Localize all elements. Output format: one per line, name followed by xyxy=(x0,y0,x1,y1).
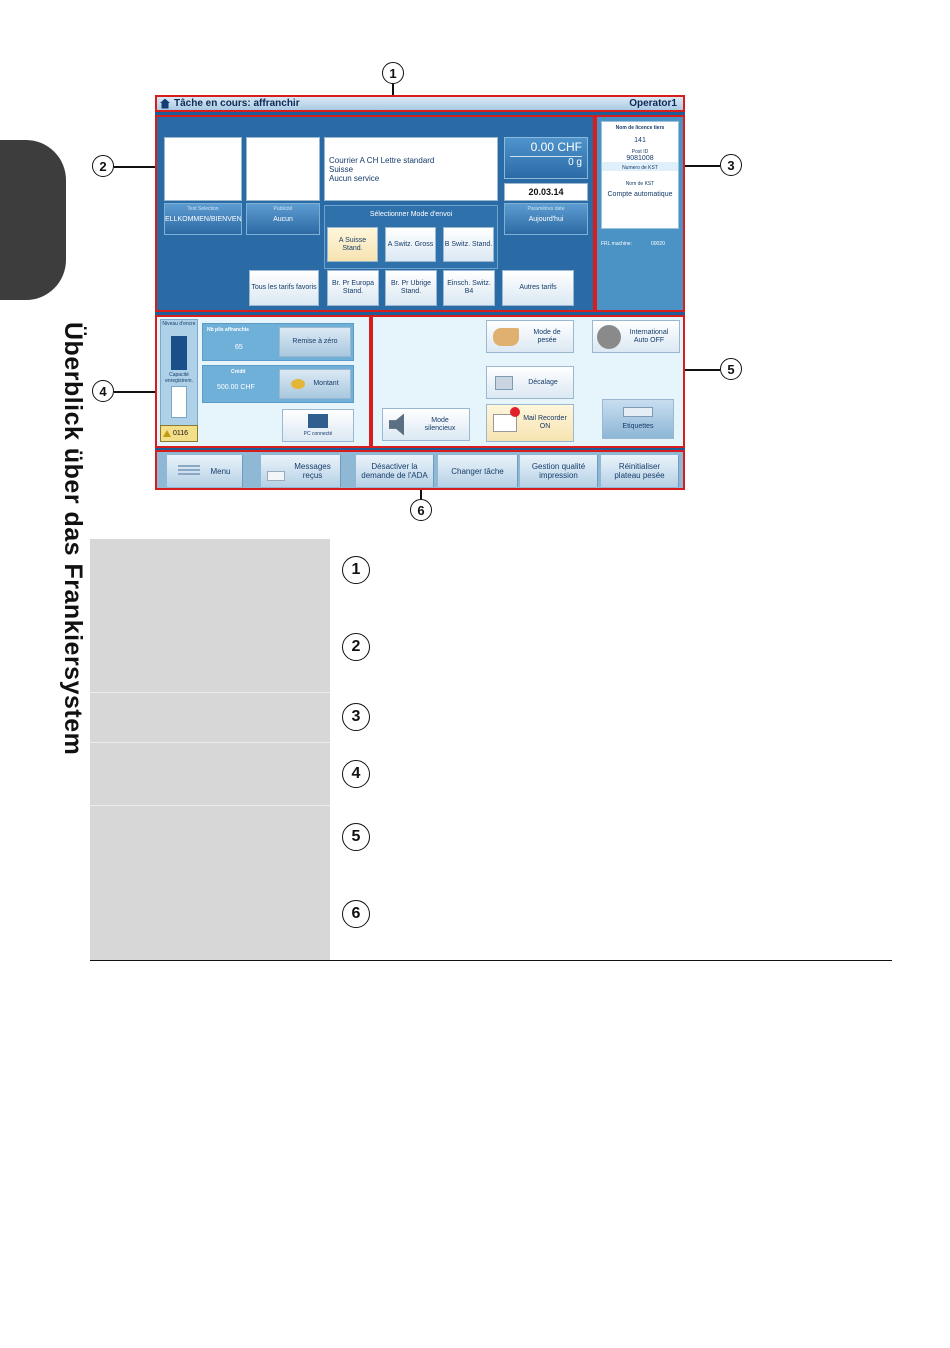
callout-line-3 xyxy=(668,165,720,167)
print-quality-button[interactable]: Gestion qualité impression xyxy=(520,455,598,487)
callout-4: 4 xyxy=(92,380,114,402)
amount-display: 0.00 CHF 0 g xyxy=(504,137,588,179)
date-params-button[interactable]: Paramètres date Aujourd'hui xyxy=(504,203,588,235)
menu-button[interactable]: Menu xyxy=(167,455,243,487)
international-button[interactable]: International Auto OFF xyxy=(592,320,680,353)
legend-number-6: 6 xyxy=(342,900,370,928)
menu-icon xyxy=(178,465,201,477)
callout-3: 3 xyxy=(720,154,742,176)
account-card[interactable]: Nom de licence tiers 141 Post ID 9081008… xyxy=(601,121,679,229)
home-icon[interactable] xyxy=(160,98,170,109)
frl-label: FRL machine: xyxy=(601,241,632,247)
warning-icon xyxy=(163,430,171,437)
tariff-ubrige[interactable]: Br. Pr Ubrige Stand. xyxy=(385,270,437,306)
operator-name[interactable]: Operator1 xyxy=(629,98,677,109)
counter-badge[interactable]: 0116 xyxy=(160,425,198,442)
coins-icon xyxy=(291,379,306,389)
franking-screen: Tâche en cours: affranchir Operator1 Tex… xyxy=(155,95,685,490)
labels-icon xyxy=(623,407,653,417)
callout-line-1 xyxy=(392,84,394,102)
silent-mode-button[interactable]: Mode silencieux xyxy=(382,408,470,441)
callout-line-5 xyxy=(664,369,720,371)
recorder-icon xyxy=(493,407,520,432)
reset-counter-button[interactable]: Remise à zéro xyxy=(279,327,351,357)
mail-settings-zone: Text Selection ELLKOMMEN/BIENVEN Publici… xyxy=(155,115,595,312)
advert-button[interactable]: Publicité Aucun xyxy=(246,203,320,235)
speaker-icon xyxy=(389,413,404,436)
legend-row-divider xyxy=(90,692,330,693)
task-header: Tâche en cours: affranchir Operator1 xyxy=(155,95,685,112)
callout-6: 6 xyxy=(410,499,432,521)
legend-row-divider xyxy=(90,805,330,806)
legend-number-2: 2 xyxy=(342,633,370,661)
envelope-icon xyxy=(266,471,285,481)
chapter-title: Überblick über das Frankiersystem xyxy=(59,322,87,756)
tariff-favorites[interactable]: Tous les tarifs favoris xyxy=(249,270,319,306)
account-info-zone: Nom de licence tiers 141 Post ID 9081008… xyxy=(595,115,685,312)
offset-icon xyxy=(495,375,513,390)
legend-label-column xyxy=(90,539,330,960)
mail-class-info[interactable]: Courrier A CH Lettre standard Suisse Auc… xyxy=(324,137,498,201)
tariff-other[interactable]: Autres tarifs xyxy=(502,270,574,306)
legend-number-4: 4 xyxy=(342,760,370,788)
ink-level-gauge[interactable]: Niveau d'encre Capacité enregistrem. xyxy=(160,319,198,437)
legend-table: 1 2 3 4 5 6 xyxy=(90,539,892,961)
text-selection-button[interactable]: Text Selection ELLKOMMEN/BIENVEN xyxy=(164,203,242,235)
callout-line-6 xyxy=(420,482,422,499)
legend-row-divider xyxy=(90,742,330,743)
offset-button[interactable]: Décalage xyxy=(486,366,574,399)
callout-2: 2 xyxy=(92,155,114,177)
legend-number-1: 1 xyxy=(342,556,370,584)
pc-connected-button[interactable]: PC connecté xyxy=(282,409,354,442)
callout-5: 5 xyxy=(720,358,742,380)
legend-number-5: 5 xyxy=(342,823,370,851)
mail-recorder-button[interactable]: Mail Recorder ON xyxy=(486,404,574,442)
tariff-europa[interactable]: Br. Pr Europa Stand. xyxy=(327,270,379,306)
counters-zone: Niveau d'encre Capacité enregistrem. 011… xyxy=(155,315,371,448)
callout-line-2 xyxy=(114,166,160,168)
labels-button[interactable]: Etiquettes xyxy=(602,399,674,439)
chapter-tab xyxy=(0,140,66,300)
text-selection-preview[interactable] xyxy=(164,137,242,201)
hand-scale-icon xyxy=(493,327,519,346)
reset-scale-button[interactable]: Réinitialiser plateau pesée xyxy=(601,455,679,487)
computer-icon xyxy=(308,413,328,428)
advert-preview[interactable] xyxy=(246,137,320,201)
tariff-einsch[interactable]: Einsch. Switz. B4 xyxy=(443,270,495,306)
change-task-button[interactable]: Changer tâche xyxy=(438,455,518,487)
mode-b-switz[interactable]: B Switz. Stand. xyxy=(443,227,494,262)
messages-button[interactable]: Messages reçus xyxy=(261,455,341,487)
globe-icon xyxy=(597,324,621,349)
mode-a-switz-gross[interactable]: A Switz. Gross xyxy=(385,227,436,262)
callout-1: 1 xyxy=(382,62,404,84)
toolbar-zone: Menu Messages reçus Désactiver la demand… xyxy=(155,450,685,490)
mode-a-suisse[interactable]: A Suisse Stand. xyxy=(327,227,378,262)
weigh-mode-button[interactable]: Mode de pesée xyxy=(486,320,574,353)
functions-zone: Mode de pesée International Auto OFF Déc… xyxy=(371,315,685,448)
credit-amount-button[interactable]: Montant xyxy=(279,369,351,399)
legend-number-3: 3 xyxy=(342,703,370,731)
frl-value: 00020 xyxy=(651,241,665,247)
ada-deactivate-button[interactable]: Désactiver la demande de l'ADA xyxy=(356,455,434,487)
current-task: Tâche en cours: affranchir xyxy=(174,98,300,109)
date-display: 20.03.14 xyxy=(504,183,588,201)
